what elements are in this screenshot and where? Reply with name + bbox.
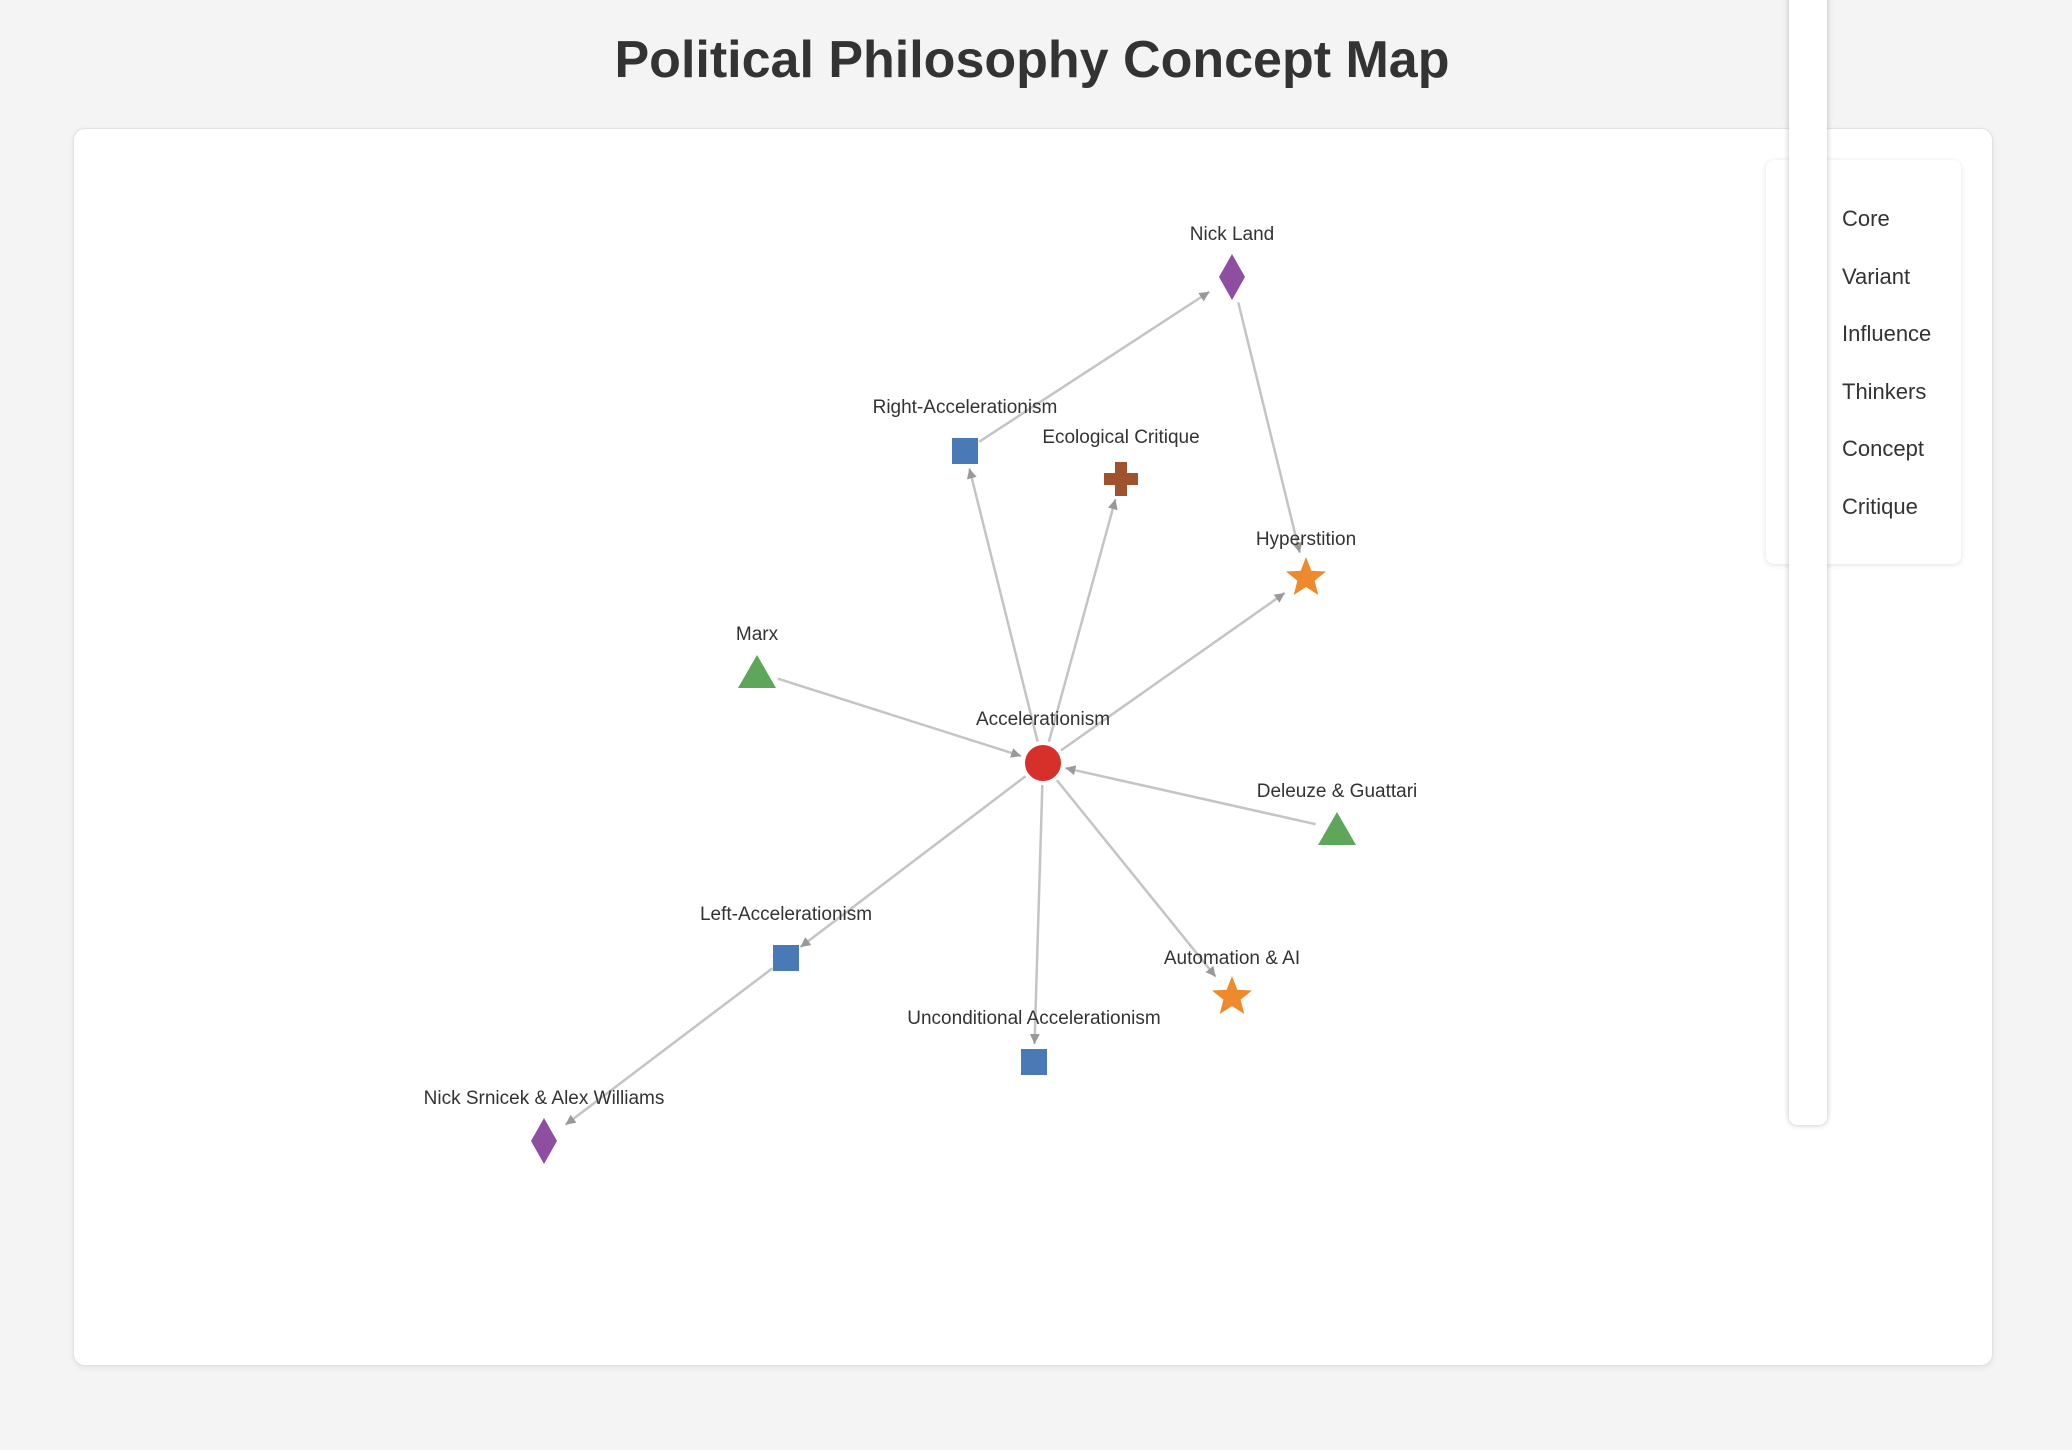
node-left[interactable]: Left-Accelerationism (700, 904, 872, 971)
edge-accel-hyper (1060, 591, 1286, 752)
side-scroll-panel[interactable] (1789, 0, 1827, 1125)
nodes-layer: Accelerationism Right-AccelerationismLeft… (424, 224, 1418, 1164)
node-accel[interactable]: Accelerationism (976, 709, 1110, 783)
star-marker (1286, 557, 1326, 595)
node-auto[interactable]: Automation & AI (1164, 948, 1300, 1014)
node-right[interactable]: Right-Accelerationism (873, 397, 1058, 464)
edge-left-srnicek (564, 967, 774, 1126)
legend-item-concept: Concept (1842, 436, 1924, 461)
node-label: Deleuze & Guattari (1257, 781, 1418, 802)
edge-right-land (978, 290, 1211, 443)
edge-accel-left (799, 775, 1027, 949)
node-eco[interactable]: Ecological Critique (1042, 427, 1200, 496)
triangle-marker (1318, 812, 1356, 845)
edges-layer (564, 290, 1316, 1126)
page-title: Political Philosophy Concept Map (614, 31, 1450, 89)
diamond-marker (531, 1118, 557, 1164)
node-label: Nick Srnicek & Alex Williams (424, 1088, 665, 1109)
edge-accel-right (966, 468, 1039, 742)
edge-marx-accel (777, 677, 1022, 758)
edge-dg-accel (1065, 765, 1316, 826)
legend-item-thinkers: Thinkers (1842, 379, 1927, 404)
diamond-marker (1219, 254, 1245, 300)
node-label: Automation & AI (1164, 948, 1300, 969)
node-marx[interactable]: Marx (736, 624, 779, 688)
node-land[interactable]: Nick Land (1190, 224, 1275, 300)
node-label: Hyperstition (1256, 529, 1356, 550)
star-marker (1212, 976, 1252, 1014)
legend-item-critique: Critique (1842, 494, 1918, 519)
triangle-marker (738, 655, 776, 688)
legend-item-influence: Influence (1842, 321, 1932, 346)
square-marker (952, 438, 978, 464)
node-hyper[interactable]: Hyperstition (1256, 529, 1356, 595)
node-label: Accelerationism (976, 709, 1110, 730)
square-marker (773, 945, 799, 971)
node-label: Unconditional Accelerationism (907, 1008, 1160, 1029)
node-label: Right-Accelerationism (873, 397, 1058, 418)
node-uncond[interactable]: Unconditional Accelerationism (907, 1008, 1161, 1075)
square-marker (1021, 1049, 1047, 1075)
node-dg[interactable]: Deleuze & Guattari (1257, 781, 1418, 845)
legend-item-variant: Variant (1842, 264, 1911, 289)
node-label: Ecological Critique (1042, 427, 1199, 448)
cross-marker (1104, 462, 1138, 496)
node-label: Left-Accelerationism (700, 904, 872, 925)
edge-accel-uncond (1029, 784, 1044, 1045)
legend-item-core: Core (1842, 206, 1890, 231)
edge-accel-eco (1047, 498, 1118, 743)
node-srnicek[interactable]: Nick Srnicek & Alex Williams (424, 1088, 665, 1164)
node-label: Marx (736, 624, 779, 645)
edge-land-hyper (1236, 301, 1303, 554)
node-label: Nick Land (1190, 224, 1275, 245)
edge-accel-auto (1055, 779, 1217, 978)
circle-marker (1023, 743, 1063, 783)
